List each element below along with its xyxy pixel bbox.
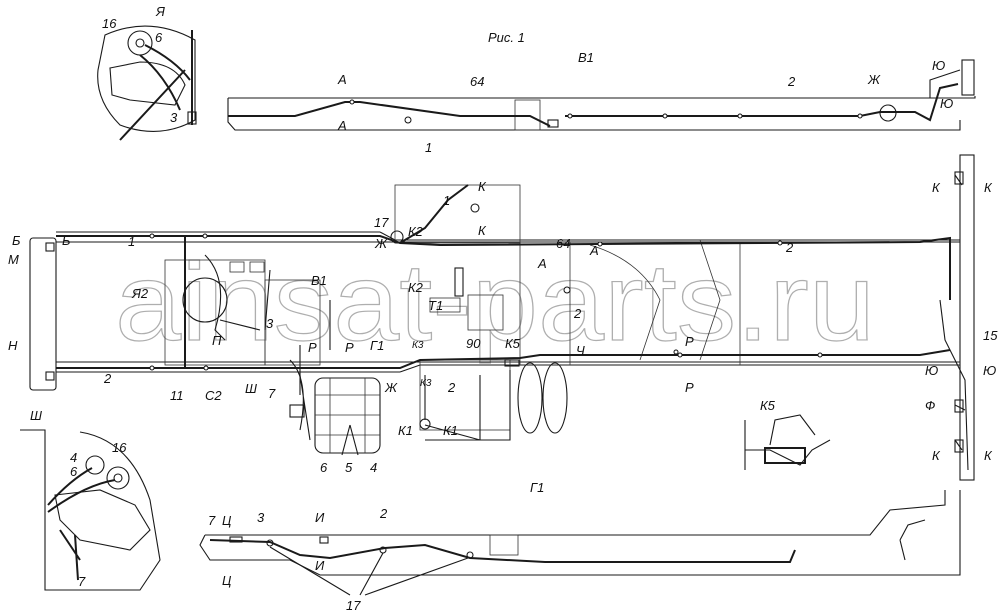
label: Ю	[983, 363, 996, 378]
label: 64	[556, 236, 570, 251]
label: К	[932, 448, 941, 463]
label: Ж	[384, 380, 398, 395]
label: К1	[443, 423, 458, 438]
detail-ya	[97, 25, 197, 141]
label: Р	[685, 334, 694, 349]
label: И	[315, 558, 325, 573]
label: Ф	[925, 398, 935, 413]
label: В1	[311, 273, 327, 288]
label: Ю	[932, 58, 945, 73]
label: Б	[12, 233, 21, 248]
label: Р	[345, 340, 354, 355]
label: 16	[102, 16, 117, 31]
label: Я2	[131, 286, 149, 301]
label: Н	[8, 338, 18, 353]
label: 2	[103, 371, 112, 386]
watermark: ainsat-parts.ru	[115, 241, 875, 364]
view-title-g1: Г1	[530, 480, 544, 495]
detail-sh	[20, 429, 161, 591]
label: 1	[443, 193, 450, 208]
label: К3	[412, 340, 424, 351]
view-title-v1: В1	[578, 50, 594, 65]
label: Ц	[222, 573, 232, 588]
label: Р	[685, 380, 694, 395]
label: 1	[425, 140, 432, 155]
label: 2	[787, 74, 796, 89]
detail-k5	[744, 414, 831, 470]
label: К	[984, 180, 993, 195]
label: И	[315, 510, 325, 525]
label: 7	[78, 574, 86, 589]
label: Р	[308, 340, 317, 355]
label: Ж	[374, 236, 388, 251]
view-v1	[227, 59, 976, 131]
label: 15	[983, 328, 998, 343]
label: Т1	[428, 298, 443, 313]
label: М	[8, 252, 19, 267]
main-chassis	[29, 154, 975, 481]
label: 2	[573, 306, 582, 321]
view-title-k5: К5	[760, 398, 776, 413]
label: 6	[70, 464, 78, 479]
label: 5	[345, 460, 353, 475]
label: Ш	[245, 381, 257, 396]
label: К	[932, 180, 941, 195]
label: К	[984, 448, 993, 463]
view-title-sh: Ш	[30, 408, 42, 423]
label: А	[589, 243, 599, 258]
label: 1	[128, 234, 135, 249]
label: 2	[447, 380, 456, 395]
label: К3	[420, 378, 432, 389]
label: 3	[266, 316, 274, 331]
label: 17	[346, 598, 361, 613]
label: 4	[370, 460, 377, 475]
label: 16	[112, 440, 127, 455]
label: Б	[62, 233, 71, 248]
label: 2	[785, 240, 794, 255]
label: Г1	[370, 338, 384, 353]
label: Ч	[576, 343, 585, 358]
label: П	[212, 333, 222, 348]
label: К	[478, 223, 487, 238]
label: 64	[470, 74, 484, 89]
label: К2	[408, 280, 424, 295]
label: С2	[205, 388, 222, 403]
label: К1	[398, 423, 413, 438]
label: 17	[374, 215, 389, 230]
label: Ю	[940, 96, 953, 111]
label: Ю	[925, 363, 938, 378]
label: 11	[170, 388, 184, 403]
label: 6	[320, 460, 328, 475]
label: Ж	[867, 72, 881, 87]
view-g1	[199, 490, 961, 596]
label: 6	[155, 30, 163, 45]
figure-title: Рис. 1	[488, 30, 525, 45]
label: К5	[505, 336, 521, 351]
main-labels: К К 1 17 К2 Ж К2 64 А А 2 Б Б 1 М Я2 В1 …	[8, 179, 998, 475]
label: Ц	[222, 513, 232, 528]
label: К	[478, 179, 487, 194]
label: 3	[170, 110, 178, 125]
label: 7	[268, 386, 276, 401]
label: 2	[379, 506, 388, 521]
label: 90	[466, 336, 481, 351]
label: К2	[408, 224, 424, 239]
label: А	[337, 72, 347, 87]
label: А	[537, 256, 547, 271]
label: 4	[70, 450, 77, 465]
label: 3	[257, 510, 265, 525]
label: 7	[208, 513, 216, 528]
view-title-ya: Я	[155, 4, 165, 19]
label: А	[337, 118, 347, 133]
